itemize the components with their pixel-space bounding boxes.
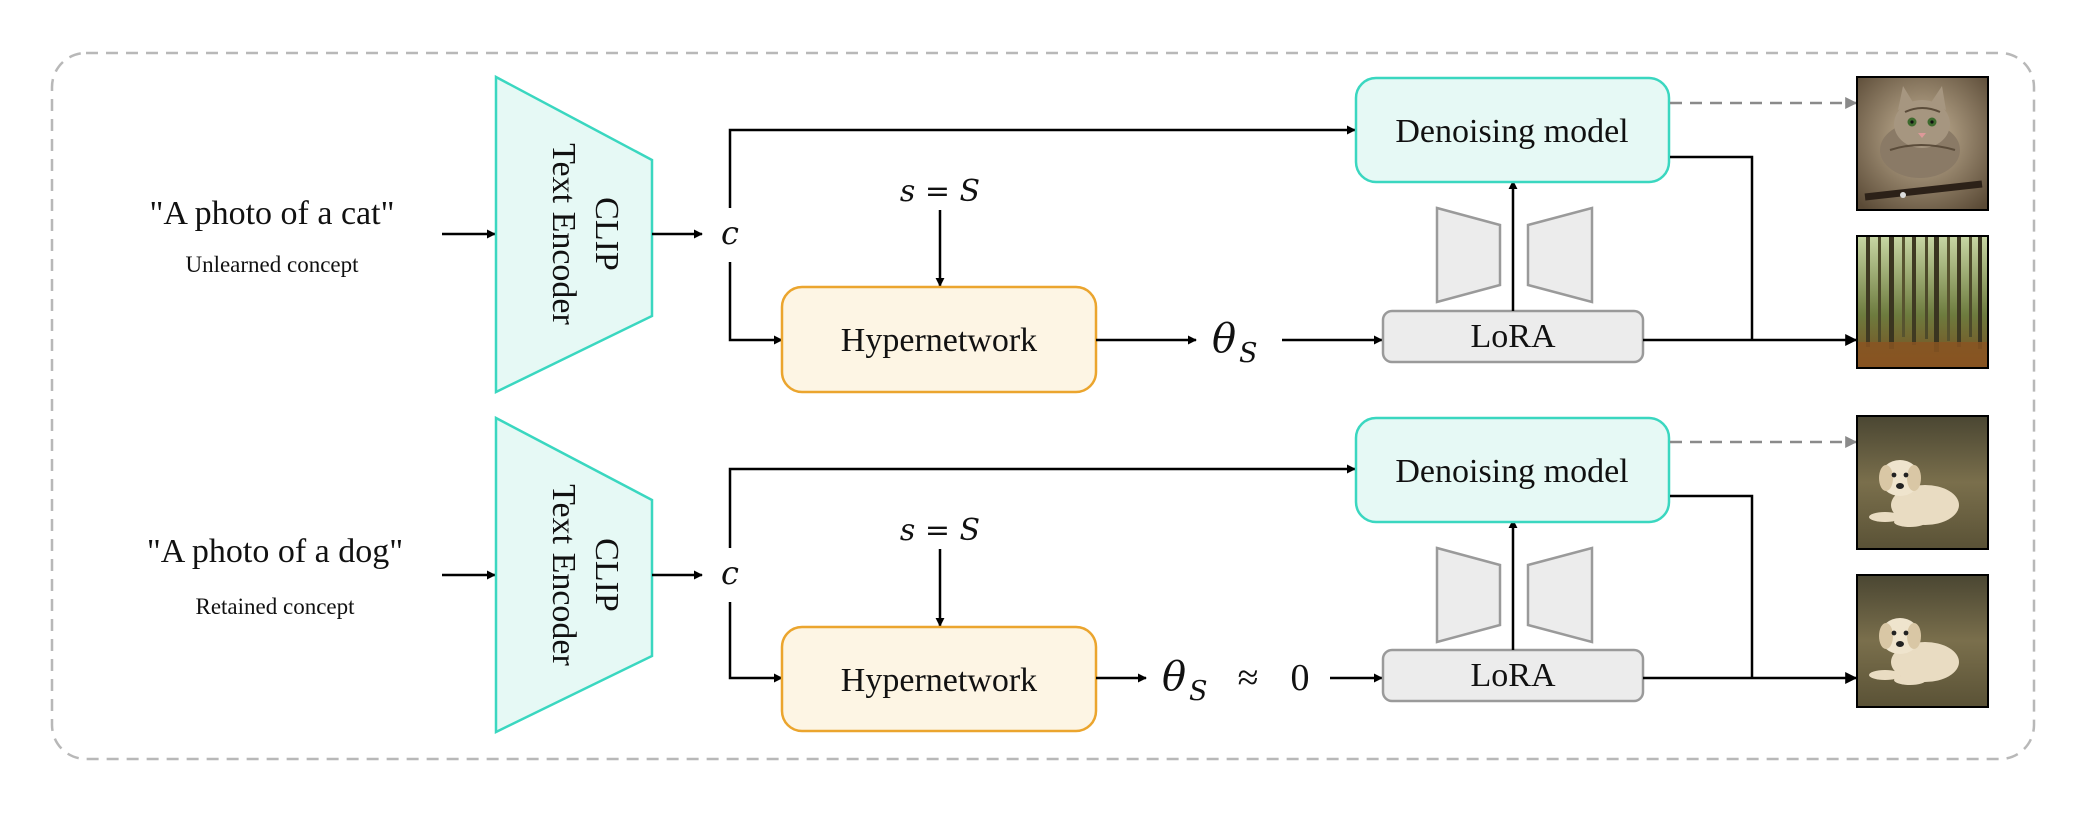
zero-value: 0 bbox=[1291, 657, 1310, 699]
denoising-model-box bbox=[1354, 76, 1671, 184]
theta-symbol: θ bbox=[1212, 316, 1236, 362]
row-unlearned: "A photo of a cat" Unlearned concept CLI… bbox=[150, 74, 1989, 394]
arrow-c-to-denoiser bbox=[728, 464, 1356, 548]
outer-frame bbox=[50, 51, 2036, 761]
encoder-label-clip: CLIP bbox=[588, 538, 625, 612]
dog-photo bbox=[1856, 574, 1989, 708]
arrow-c-to-denoiser bbox=[728, 125, 1356, 208]
arrow-denoiser-to-edited-output bbox=[1670, 494, 1754, 678]
denoising-model-label: Denoising model bbox=[1395, 113, 1628, 150]
forest-photo bbox=[1856, 235, 1989, 369]
lora-label: LoRA bbox=[1471, 318, 1556, 355]
prompt-text: "A photo of a dog" bbox=[147, 533, 403, 570]
encoder-label-text-encoder: Text Encoder bbox=[545, 143, 582, 325]
cat-photo bbox=[1856, 76, 1989, 211]
theta-subscript: S bbox=[1189, 676, 1208, 707]
arrow-c-to-hypernetwork bbox=[728, 602, 783, 683]
encoder-label-clip: CLIP bbox=[588, 197, 625, 271]
scale-equation: s = S bbox=[900, 174, 980, 209]
concept-label: Unlearned concept bbox=[185, 252, 359, 277]
lora-label: LoRA bbox=[1471, 657, 1556, 694]
hypernetwork-label: Hypernetwork bbox=[841, 662, 1037, 699]
hypernetwork-label: Hypernetwork bbox=[841, 322, 1037, 359]
arrow-denoiser-to-edited-output bbox=[1670, 155, 1754, 340]
approx-symbol: ≈ bbox=[1238, 657, 1259, 699]
concept-label: Retained concept bbox=[195, 594, 355, 619]
lora-up-projection-icon bbox=[1526, 546, 1594, 644]
denoising-model-box bbox=[1354, 416, 1671, 524]
denoising-model-label: Denoising model bbox=[1395, 453, 1628, 490]
lora-down-projection-icon bbox=[1435, 206, 1502, 304]
dog-photo bbox=[1856, 415, 1989, 550]
theta-symbol: θ bbox=[1162, 654, 1186, 700]
prompt-text: "A photo of a cat" bbox=[150, 195, 395, 232]
cond-symbol: c bbox=[721, 554, 739, 592]
row-retained: "A photo of a dog" Retained concept CLIP… bbox=[147, 415, 1989, 734]
theta-subscript: S bbox=[1239, 338, 1258, 369]
scale-equation: s = S bbox=[900, 513, 980, 548]
lora-up-projection-icon bbox=[1526, 206, 1594, 304]
cond-symbol: c bbox=[721, 214, 739, 252]
lora-down-projection-icon bbox=[1435, 546, 1502, 644]
clip-encoder bbox=[494, 415, 654, 734]
clip-encoder bbox=[494, 74, 654, 394]
encoder-label-text-encoder: Text Encoder bbox=[545, 484, 582, 666]
arrow-c-to-hypernetwork bbox=[728, 262, 783, 345]
